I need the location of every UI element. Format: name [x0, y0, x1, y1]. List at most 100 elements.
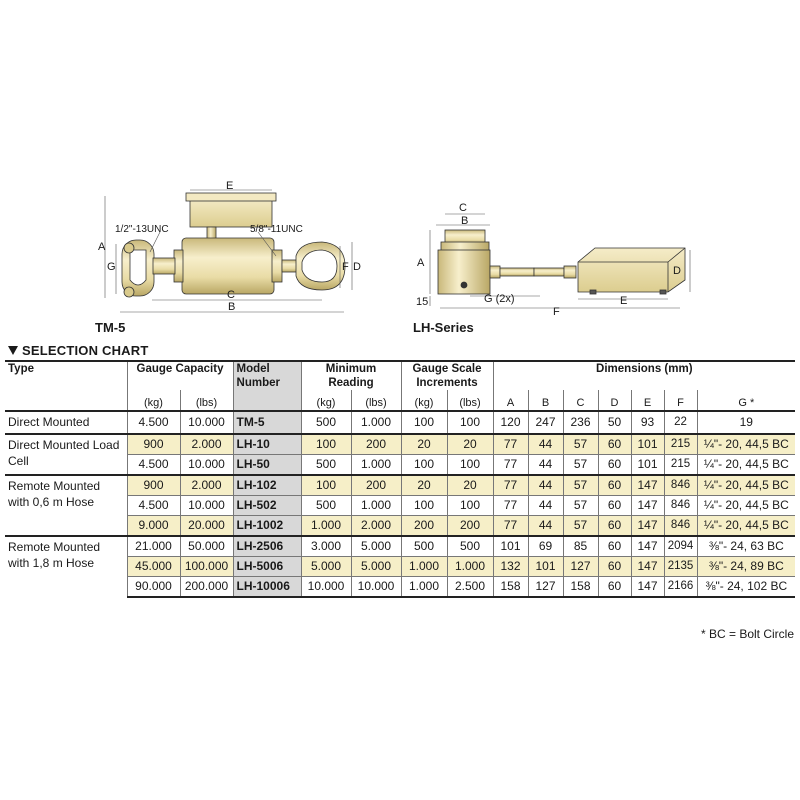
table-cell: 57 [562, 515, 599, 536]
table-cell: 4.500 [126, 410, 180, 434]
header-dimensions: Dimensions (mm) [492, 360, 796, 390]
table-cell: 60 [597, 474, 632, 496]
table-cell: 101 [527, 556, 564, 577]
table-cell: 57 [562, 454, 599, 475]
header-minimum-reading: Minimum Reading [300, 360, 402, 390]
tm5-thread-1: 1/2"-13UNC [115, 224, 169, 235]
table-cell: 200.000 [179, 576, 234, 598]
model-number-cell: LH-5006 [232, 556, 302, 577]
table-cell: 9.000 [126, 515, 180, 536]
sub-header: (lbs) [350, 390, 402, 411]
table-cell: 100 [400, 454, 448, 475]
table-cell: 50 [597, 410, 632, 434]
table-cell: 4.500 [126, 454, 180, 475]
lh-label-e: E [620, 295, 627, 307]
table-cell: 500 [300, 410, 352, 434]
table-cell: 2.500 [446, 576, 494, 598]
table-cell: 45.000 [126, 556, 180, 577]
table-cell: 5.000 [300, 556, 352, 577]
type-cell: Direct Mounted [5, 410, 127, 434]
table-cell: 90.000 [126, 576, 180, 598]
table-cell: 22 [663, 410, 698, 434]
lh-dim-15: 15 [416, 296, 428, 308]
table-cell: 247 [527, 410, 564, 434]
table-cell: 1.000 [446, 556, 494, 577]
model-number-cell: TM-5 [232, 410, 302, 434]
sub-header: (kg) [400, 390, 448, 411]
table-cell: 101 [630, 454, 665, 475]
sub-header: F [663, 390, 698, 411]
model-number-cell: LH-1002 [232, 515, 302, 536]
table-cell: 2094 [663, 535, 698, 557]
table-cell: 10.000 [179, 454, 234, 475]
type-cell: Remote Mounted with 0,6 m Hose [5, 474, 127, 536]
table-cell: 57 [562, 433, 599, 455]
table-cell: 57 [562, 495, 599, 516]
header-model-number: Model Number [232, 360, 302, 411]
table-cell: 60 [597, 556, 632, 577]
tm5-label-b: B [228, 301, 235, 313]
table-cell: 44 [527, 454, 564, 475]
model-number-cell: LH-10 [232, 433, 302, 455]
table-cell: ¼"- 20, 44,5 BC [696, 515, 796, 536]
table-cell: 215 [663, 454, 698, 475]
table-cell: 2.000 [350, 515, 402, 536]
table-cell: 60 [597, 433, 632, 455]
table-cell: 69 [527, 535, 564, 557]
lh-drawing [429, 213, 691, 309]
table-cell: 846 [663, 474, 698, 496]
lh-caption: LH-Series [413, 320, 474, 335]
table-cell: 57 [562, 474, 599, 496]
model-number-cell: LH-102 [232, 474, 302, 496]
lh-labels: C B A 15 G (2x) F E D [416, 202, 681, 318]
sub-header: B [527, 390, 564, 411]
table-cell: 1.000 [350, 410, 402, 434]
table-cell: 20 [400, 474, 448, 496]
table-cell: 500 [300, 454, 352, 475]
table-cell: 900 [126, 433, 180, 455]
tm5-label-d: D [353, 261, 361, 273]
table-cell: 127 [527, 576, 564, 598]
table-cell: 500 [300, 495, 352, 516]
table-cell: 60 [597, 535, 632, 557]
table-cell: 100 [446, 495, 494, 516]
table-cell: 77 [492, 515, 529, 536]
selection-chart-heading: SELECTION CHART [8, 343, 149, 358]
tm5-label-f: F [342, 261, 349, 273]
sub-header: E [630, 390, 665, 411]
table-cell: 10.000 [179, 495, 234, 516]
table-cell: 3.000 [300, 535, 352, 557]
table-cell: 900 [126, 474, 180, 496]
table-cell: 200 [446, 515, 494, 536]
sub-header: G * [696, 390, 796, 411]
table-cell: 1.000 [400, 576, 448, 598]
sub-header: (kg) [300, 390, 352, 411]
sub-header-row: (kg) (lbs) (kg) (lbs) (kg) (lbs) A B C D… [5, 390, 796, 411]
tm5-caption: TM-5 [95, 320, 126, 335]
table-cell: 100 [400, 410, 448, 434]
table-cell: 132 [492, 556, 529, 577]
table-cell: ¼"- 20, 44,5 BC [696, 454, 796, 475]
table-cell: ¼"- 20, 44,5 BC [696, 433, 796, 455]
header-row: Type Gauge Capacity Model Number Minimum… [5, 360, 796, 411]
table-cell: 100 [446, 454, 494, 475]
table-cell: 236 [562, 410, 599, 434]
lh-label-b: B [461, 215, 468, 227]
table-cell: ⅜"- 24, 102 BC [696, 576, 796, 598]
table-cell: 200 [400, 515, 448, 536]
table-cell: 1.000 [400, 556, 448, 577]
lh-label-a: A [417, 257, 425, 269]
table-cell: 147 [630, 515, 665, 536]
table-cell: 101 [630, 433, 665, 455]
table-cell: 500 [446, 535, 494, 557]
table-cell: 21.000 [126, 535, 180, 557]
table-cell: 147 [630, 556, 665, 577]
table-cell: 100.000 [179, 556, 234, 577]
table-cell: 60 [597, 515, 632, 536]
sub-header: C [562, 390, 599, 411]
